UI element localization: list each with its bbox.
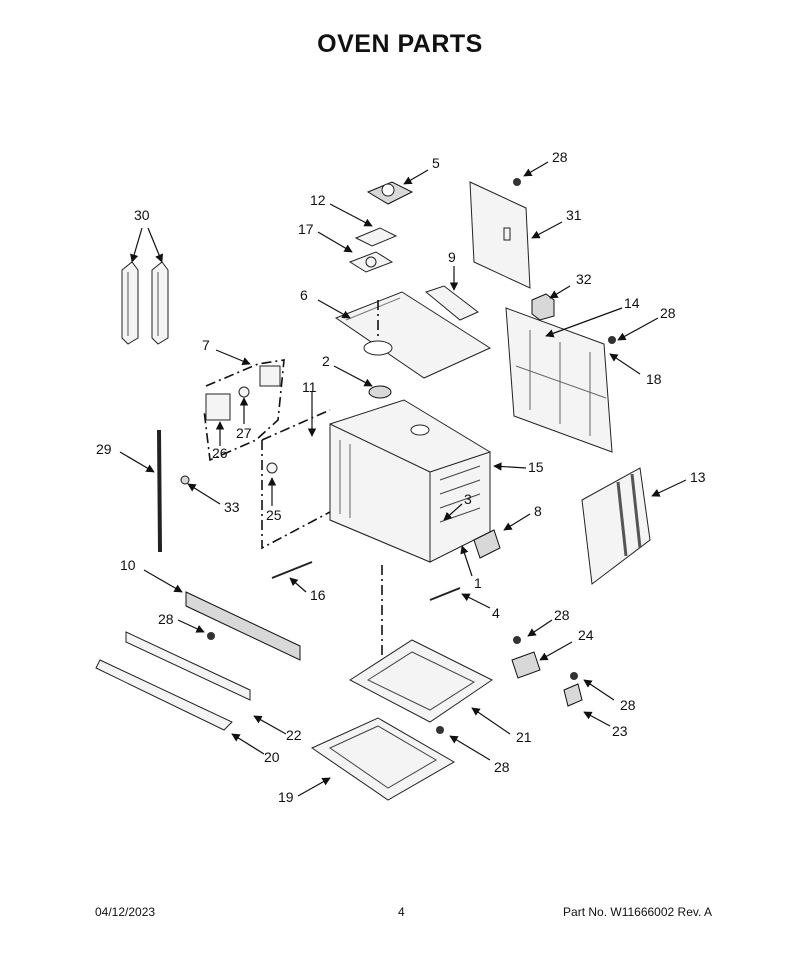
side-trim-pair <box>121 261 169 345</box>
callout-10: 10 <box>120 557 136 573</box>
light-bulb <box>238 386 250 398</box>
callout-11: 11 <box>302 379 317 395</box>
callout-29: 29 <box>96 441 112 457</box>
terminal-block <box>473 529 501 559</box>
callout-labels: 5 28 12 17 30 31 9 32 6 14 28 18 2 7 11 … <box>96 149 706 805</box>
callout-23: 23 <box>612 723 628 739</box>
callout-31: 31 <box>566 207 582 223</box>
callout-17: 17 <box>298 221 314 237</box>
rear-cover <box>469 181 531 289</box>
callout-28-e: 28 <box>620 697 636 713</box>
hinge-receiver <box>511 651 541 679</box>
callout-8: 8 <box>534 503 542 519</box>
screw <box>180 475 190 485</box>
door-hinge-bar <box>185 591 301 661</box>
side-insulation-panel <box>581 467 651 585</box>
oven-gasket <box>261 409 331 550</box>
callout-9: 9 <box>448 249 456 265</box>
callout-4: 4 <box>492 605 500 621</box>
leader-lines <box>119 161 687 797</box>
light-lens <box>205 393 231 421</box>
callout-24: 24 <box>578 627 594 643</box>
door-strip <box>157 429 162 553</box>
callout-27: 27 <box>236 425 252 441</box>
callout-25: 25 <box>266 507 282 523</box>
callout-33: 33 <box>224 499 240 515</box>
gasket <box>348 251 394 273</box>
hinge-bracket <box>563 683 583 707</box>
callout-12: 12 <box>310 192 326 208</box>
bottom-trim <box>95 659 233 731</box>
callout-3: 3 <box>464 491 472 507</box>
sensor-probe <box>271 561 313 579</box>
callout-14: 14 <box>624 295 640 311</box>
page-title: OVEN PARTS <box>317 30 483 58</box>
fan-motor-assembly <box>366 181 414 205</box>
callout-2: 2 <box>322 353 330 369</box>
footer-date: 04/12/2023 <box>95 905 156 919</box>
callout-26: 26 <box>212 445 228 461</box>
oven-sensor <box>429 587 461 601</box>
callout-30: 30 <box>134 207 150 223</box>
callout-6: 6 <box>300 287 308 303</box>
callout-28-a: 28 <box>552 149 568 165</box>
light-assembly-group <box>203 359 285 462</box>
callout-16: 16 <box>310 587 326 603</box>
gasket-hole <box>365 256 377 268</box>
callout-28-b: 28 <box>660 305 676 321</box>
callout-21: 21 <box>516 729 532 745</box>
footer-part-number: Part No. W11666002 Rev. A <box>563 905 712 919</box>
callout-18: 18 <box>646 371 662 387</box>
motor-bracket <box>354 227 398 247</box>
callout-28-c: 28 <box>158 611 174 627</box>
oven-bottom-panel <box>349 639 493 723</box>
light-socket <box>259 365 281 387</box>
callout-28-f: 28 <box>494 759 510 775</box>
callout-13: 13 <box>690 469 706 485</box>
callout-15: 15 <box>528 459 544 475</box>
callout-20: 20 <box>264 749 280 765</box>
oven-cavity <box>329 399 491 563</box>
oven-base <box>310 717 455 801</box>
screw-set <box>207 178 616 734</box>
fan-blade <box>368 385 392 399</box>
connector-block <box>531 293 555 321</box>
cover-slot <box>503 227 511 241</box>
callout-28-d: 28 <box>554 607 570 623</box>
top-panel <box>334 291 492 379</box>
callout-7: 7 <box>202 337 210 353</box>
callout-32: 32 <box>576 271 592 287</box>
door-bumper <box>266 462 278 474</box>
footer-page-number: 4 <box>398 905 405 919</box>
lower-trim <box>125 631 251 701</box>
duct <box>424 285 479 321</box>
rear-frame <box>505 307 613 453</box>
callout-19: 19 <box>278 789 294 805</box>
callout-1: 1 <box>474 575 482 591</box>
callout-5: 5 <box>432 155 440 171</box>
callout-22: 22 <box>286 727 302 743</box>
